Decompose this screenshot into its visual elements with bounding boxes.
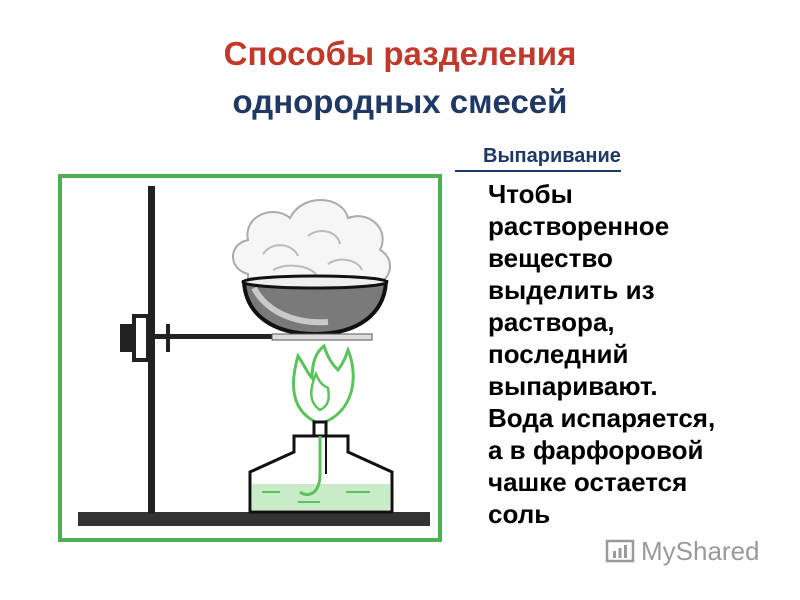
steam-cloud	[232, 199, 391, 286]
myshared-watermark: MyShared	[605, 536, 760, 567]
description-line: вещество	[488, 243, 613, 273]
description-line: растворенное	[488, 211, 670, 241]
lamp-alcohol	[252, 484, 390, 510]
apparatus-drawing	[58, 174, 442, 542]
description-line: Вода испаряется,	[488, 403, 716, 433]
subtitle-evaporation[interactable]: Выпаривание	[455, 145, 621, 172]
arm-joint	[166, 324, 170, 352]
watermark-text: MyShared	[641, 536, 760, 566]
lamp-wick	[299, 436, 322, 497]
description-line: выделить из	[488, 275, 655, 305]
description-line: выпаривают.	[488, 371, 658, 401]
wire-gauze	[271, 333, 373, 341]
stand-base	[78, 512, 430, 526]
flame-icon	[292, 343, 355, 426]
myshared-logo-icon	[605, 539, 635, 562]
description-line: раствора,	[488, 307, 615, 337]
title-line-2: однородных смесей	[232, 83, 568, 120]
description-line: чашке остается	[488, 467, 688, 497]
stand-rod	[148, 186, 155, 514]
green-frame	[58, 174, 442, 542]
description-line: а в фарфоровой	[488, 435, 704, 465]
title-line-1: Способы разделения	[223, 35, 577, 72]
spirit-lamp	[248, 420, 394, 514]
description-line: Чтобы	[488, 179, 573, 209]
lamp-wick-holder	[312, 420, 328, 438]
porcelain-bowl	[241, 274, 389, 337]
slide-title: Способы разделения однородных смесей	[0, 30, 800, 126]
description-text: Чтобы растворенное вещество выделить из …	[488, 178, 788, 530]
ring-arm	[155, 334, 365, 339]
evaporation-apparatus-illustration	[58, 174, 442, 544]
clamp-block	[132, 314, 150, 362]
description-line: последний	[488, 339, 629, 369]
description-line: соль	[488, 499, 551, 529]
